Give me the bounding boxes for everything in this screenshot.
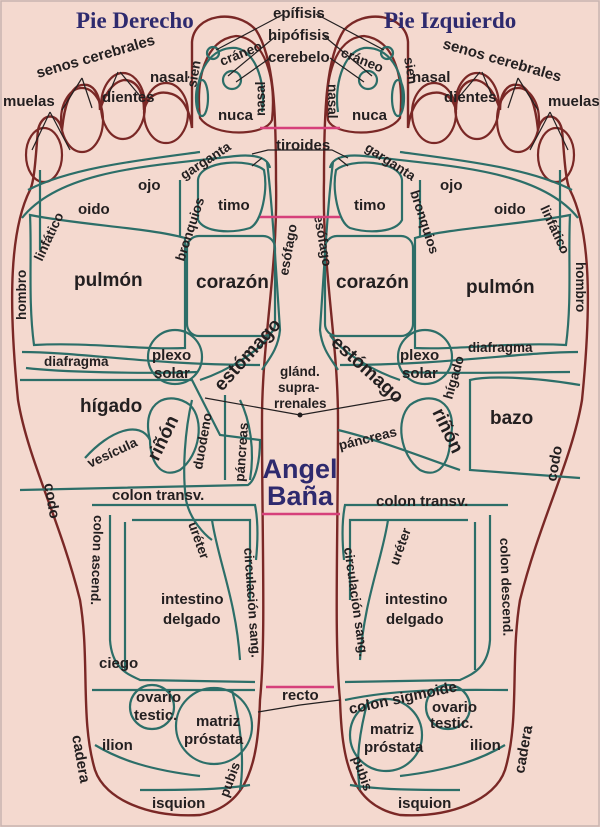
- left-nuca-label: nuca: [352, 107, 388, 124]
- left-corazon-label: corazón: [336, 272, 409, 293]
- left-hombro-label: hombro: [573, 262, 588, 312]
- left-colon-transv-label: colon transv.: [376, 493, 468, 510]
- right-timo-label: timo: [218, 197, 250, 214]
- right-isquion-label: isquion: [152, 795, 205, 812]
- left-solar-label: solar: [402, 365, 438, 382]
- cerebelo-label: cerebelo: [268, 49, 330, 66]
- right-nuca-label: nuca: [218, 107, 254, 124]
- left-plexo-label: plexo: [400, 347, 439, 364]
- right-toe-2: [142, 81, 190, 145]
- tiroides-label: tiroides: [276, 137, 330, 154]
- right-ciego-label: ciego: [99, 655, 138, 672]
- right-plexo-label: plexo: [152, 347, 191, 364]
- right-ovario-label: ovario: [136, 689, 181, 706]
- author-first-name: Angel: [262, 454, 337, 484]
- glandulas-line2: supra-: [278, 380, 319, 395]
- left-nasal-side-label: nasal: [325, 84, 340, 119]
- hipofisis-label: hipófisis: [268, 27, 330, 44]
- right-hombro-label: hombro: [14, 270, 29, 320]
- left-oido-label: oido: [494, 201, 526, 218]
- left-ilion-label: ilion: [470, 737, 501, 754]
- left-timo-label: timo: [354, 197, 386, 214]
- right-oido-label: oido: [78, 201, 110, 218]
- right-ilion-label: ilion: [102, 737, 133, 754]
- author-last-name: Baña: [267, 481, 334, 511]
- left-codo-label: codo: [543, 444, 566, 482]
- left-matriz-label: matriz: [370, 721, 414, 738]
- center-dot: [297, 412, 303, 418]
- right-codo-label: codo: [40, 482, 63, 520]
- right-delgado-label: delgado: [163, 611, 221, 628]
- right-foot-title: Pie Derecho: [76, 8, 194, 33]
- right-solar-label: solar: [154, 365, 190, 382]
- left-ojo-label: ojo: [440, 177, 463, 194]
- right-diafragma-label: diafragma: [44, 354, 109, 369]
- left-isquion-label: isquion: [398, 795, 451, 812]
- right-colon-asc-label: colon ascend.: [88, 515, 106, 605]
- left-foot-title: Pie Izquierdo: [384, 8, 516, 33]
- left-prostata-label: próstata: [364, 739, 424, 756]
- right-testic-label: testic.: [134, 707, 177, 724]
- right-sien-label: sien: [184, 59, 203, 88]
- left-muelas-label: muelas: [548, 93, 600, 110]
- right-dientes-label: dientes: [102, 89, 155, 106]
- right-pulmon-label: pulmón: [74, 270, 143, 291]
- left-sien-label: sien: [401, 56, 420, 85]
- left-ovario-label: ovario: [432, 699, 477, 716]
- glandulas-line1: glánd.: [280, 364, 320, 379]
- epifisis-label: epífisis: [273, 5, 325, 22]
- left-foot-outline: [322, 15, 590, 817]
- left-diafragma-label: diafragma: [468, 340, 533, 355]
- glandulas-line3: rrenales: [274, 396, 327, 411]
- right-muelas-label: muelas: [3, 93, 55, 110]
- center-annotations: epífisis hipófisis cerebelo tiroides glá…: [204, 5, 399, 713]
- right-nasal-toe-label: nasal: [150, 69, 188, 86]
- right-nasal-side-label: nasal: [253, 81, 268, 116]
- left-intestino-label: intestino: [385, 591, 448, 608]
- right-prostata-label: próstata: [184, 731, 244, 748]
- left-dientes-label: dientes: [444, 89, 497, 106]
- left-testic-label: testic.: [430, 715, 473, 732]
- left-bazo-label: bazo: [490, 408, 533, 429]
- recto-label: recto: [282, 687, 319, 704]
- left-delgado-label: delgado: [386, 611, 444, 628]
- right-higado-label: hígado: [80, 396, 142, 417]
- right-colon-transv-label: colon transv.: [112, 487, 204, 504]
- left-colon-desc-label: colon descend.: [497, 538, 515, 637]
- right-intestino-label: intestino: [161, 591, 224, 608]
- left-toe-2: [410, 81, 458, 145]
- left-nasal-toe-label: nasal: [412, 69, 450, 86]
- left-pulmon-label: pulmón: [466, 277, 535, 298]
- right-ojo-label: ojo: [138, 177, 161, 194]
- right-foot-outline: [10, 15, 278, 817]
- right-pancreas-label: páncreas: [232, 422, 251, 482]
- right-corazon-label: corazón: [196, 272, 269, 293]
- right-matriz-label: matriz: [196, 713, 240, 730]
